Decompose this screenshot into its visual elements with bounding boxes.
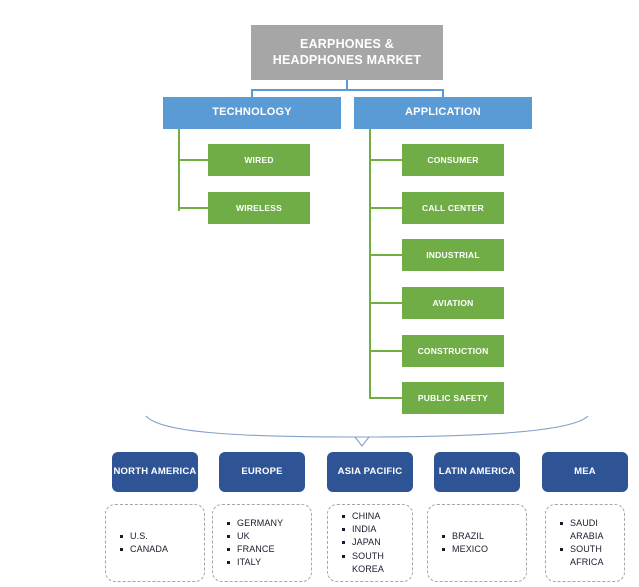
connector-application-branch-2 — [369, 207, 402, 209]
segment-node-consumer[interactable]: CONSUMER — [402, 144, 504, 176]
country-list-items: U.S. CANADA — [116, 530, 198, 556]
connector-technology-trunk — [178, 129, 180, 211]
country-list-europe: GERMANY UK FRANCE ITALY — [212, 504, 312, 582]
region-node-mea[interactable]: MEA — [542, 452, 628, 492]
list-item: JAPAN — [342, 536, 406, 549]
country-list-items: GERMANY UK FRANCE ITALY — [223, 517, 305, 569]
region-node-latin-america[interactable]: LATIN AMERICA — [434, 452, 520, 492]
list-item: INDIA — [342, 523, 406, 536]
list-item: ITALY — [227, 556, 305, 569]
segment-label-industrial: INDUSTRIAL — [426, 249, 480, 260]
category-label-technology: TECHNOLOGY — [212, 106, 292, 119]
country-list-items: SAUDI ARABIA SOUTH AFRICA — [556, 517, 618, 569]
connector-technology-branch-2 — [178, 207, 208, 209]
list-item: SOUTH AFRICA — [560, 543, 618, 569]
connector-application-trunk — [369, 129, 371, 398]
connector-application-branch-4 — [369, 302, 402, 304]
list-item: CANADA — [120, 543, 198, 556]
region-label-mea: MEA — [574, 466, 596, 478]
root-node-market[interactable]: EARPHONES & HEADPHONES MARKET — [251, 25, 443, 80]
list-item: UK — [227, 530, 305, 543]
list-item: CHINA — [342, 510, 406, 523]
connector-root-right-drop — [442, 89, 444, 99]
connector-application-branch-5 — [369, 350, 402, 352]
country-list-latin-america: BRAZIL MEXICO — [427, 504, 527, 582]
category-node-technology[interactable]: TECHNOLOGY — [163, 97, 341, 129]
list-item: BRAZIL — [442, 530, 520, 543]
segment-label-call-center: CALL CENTER — [421, 202, 484, 213]
connector-root-bar — [251, 89, 443, 91]
connector-application-branch-1 — [369, 159, 402, 161]
connector-root-left-drop — [251, 89, 253, 99]
list-item: U.S. — [120, 530, 198, 543]
country-list-items: BRAZIL MEXICO — [438, 530, 520, 556]
country-list-north-america: U.S. CANADA — [105, 504, 205, 582]
country-list-items: CHINA INDIA JAPAN SOUTH KOREA — [338, 510, 406, 575]
region-node-europe[interactable]: EUROPE — [219, 452, 305, 492]
region-label-asia-pacific: ASIA PACIFIC — [337, 466, 403, 478]
connector-root-stem — [346, 80, 348, 90]
segment-node-wired[interactable]: WIRED — [208, 144, 310, 176]
segment-node-call-center[interactable]: CALL CENTER — [402, 192, 504, 224]
list-item: FRANCE — [227, 543, 305, 556]
region-node-north-america[interactable]: NORTH AMERICA — [112, 452, 198, 492]
list-item: SOUTH KOREA — [342, 550, 406, 576]
connector-technology-branch-1 — [178, 159, 208, 161]
connector-application-branch-3 — [369, 254, 402, 256]
region-label-north-america: NORTH AMERICA — [113, 466, 197, 478]
segment-node-industrial[interactable]: INDUSTRIAL — [402, 239, 504, 271]
list-item: MEXICO — [442, 543, 520, 556]
segment-label-wired: WIRED — [244, 154, 274, 165]
segment-label-construction: CONSTRUCTION — [417, 345, 489, 356]
segment-node-construction[interactable]: CONSTRUCTION — [402, 335, 504, 367]
segment-node-public-safety[interactable]: PUBLIC SAFETY — [402, 382, 504, 414]
root-node-label: EARPHONES & HEADPHONES MARKET — [272, 36, 422, 67]
segment-label-public-safety: PUBLIC SAFETY — [417, 392, 489, 403]
list-item: SAUDI ARABIA — [560, 517, 618, 543]
region-label-europe: EUROPE — [241, 466, 283, 478]
category-node-application[interactable]: APPLICATION — [354, 97, 532, 129]
connector-application-branch-6 — [369, 397, 402, 399]
region-node-asia-pacific[interactable]: ASIA PACIFIC — [327, 452, 413, 492]
category-label-application: APPLICATION — [405, 106, 481, 119]
segment-label-wireless: WIRELESS — [236, 202, 282, 213]
country-list-mea: SAUDI ARABIA SOUTH AFRICA — [545, 504, 625, 582]
segment-label-consumer: CONSUMER — [427, 154, 479, 165]
segment-node-wireless[interactable]: WIRELESS — [208, 192, 310, 224]
segment-label-aviation: AVIATION — [432, 297, 474, 308]
list-item: GERMANY — [227, 517, 305, 530]
segment-node-aviation[interactable]: AVIATION — [402, 287, 504, 319]
country-list-asia-pacific: CHINA INDIA JAPAN SOUTH KOREA — [327, 504, 413, 582]
region-label-latin-america: LATIN AMERICA — [438, 466, 516, 478]
